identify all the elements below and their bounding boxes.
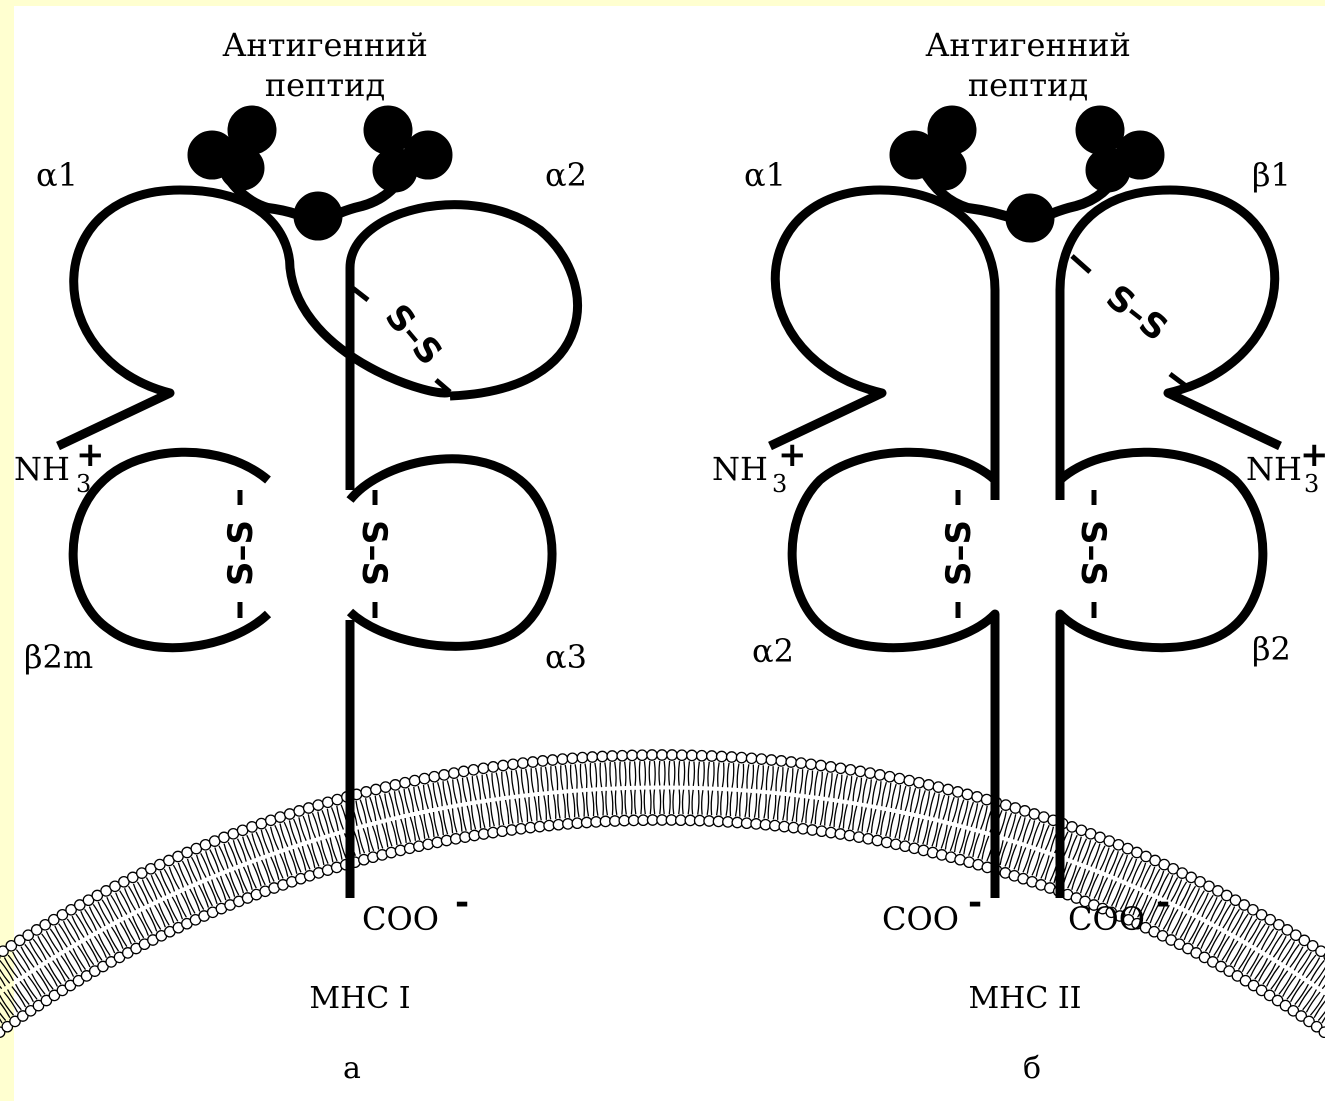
domain-label-alpha1-a: α1 bbox=[36, 156, 78, 194]
domain-label-alpha1-b: α1 bbox=[744, 156, 786, 194]
svg-text:-: - bbox=[455, 883, 469, 923]
nh3-terminus-right-b: NH 3 + bbox=[1246, 435, 1325, 498]
peptide-label-line2-a: пептид bbox=[265, 66, 385, 104]
panel-name-b: MHC II bbox=[968, 981, 1081, 1016]
disulfide-bond-alpha3-a: S–S bbox=[354, 520, 394, 586]
svg-text:+: + bbox=[1300, 435, 1325, 475]
svg-text:NH: NH bbox=[712, 450, 768, 488]
nh3-terminus-left-b: NH 3 + bbox=[712, 435, 807, 498]
svg-text:-: - bbox=[1156, 883, 1170, 923]
disulfide-bond-alpha2-b: S–S bbox=[939, 520, 979, 586]
disulfide-bond-beta1-b: S–S bbox=[1098, 277, 1175, 349]
panel-name-a: MHC I bbox=[309, 981, 410, 1016]
domain-label-alpha2-a: α2 bbox=[545, 156, 587, 194]
alpha2-domain-a bbox=[350, 205, 577, 490]
svg-text:COO: COO bbox=[1068, 900, 1145, 938]
svg-text:NH: NH bbox=[14, 450, 70, 488]
peptide-label-line2-b: пептид bbox=[968, 66, 1088, 104]
domain-label-alpha2-b: α2 bbox=[752, 632, 794, 670]
cell-membrane-bilayer bbox=[0, 750, 1325, 1038]
domain-label-beta1-b: β1 bbox=[1252, 156, 1291, 194]
peptide-label-line1-b: Антигенний bbox=[925, 26, 1131, 64]
domain-label-alpha3-a: α3 bbox=[545, 638, 587, 676]
domain-label-beta2-b: β2 bbox=[1252, 630, 1291, 668]
coo-terminus-a: COO - bbox=[362, 883, 469, 938]
antigenic-peptide-a bbox=[188, 106, 452, 240]
disulfide-bond-beta2m-a: S–S bbox=[221, 520, 261, 586]
domain-label-beta2m-a: β2m bbox=[24, 638, 93, 676]
disulfide-bond-alpha2-a: S–S bbox=[377, 297, 450, 373]
coo-terminus-alpha-b: COO - bbox=[882, 883, 982, 938]
svg-text:COO: COO bbox=[362, 900, 439, 938]
disulfide-bond-beta2-b: S–S bbox=[1073, 520, 1113, 586]
svg-text:+: + bbox=[778, 435, 807, 475]
svg-text:-: - bbox=[968, 883, 982, 923]
svg-text:+: + bbox=[76, 435, 105, 475]
antigenic-peptide-b bbox=[890, 106, 1164, 242]
panel-b-mhc-class-2: S–S S–S S–S Антигенний пептид α1 β1 α2 β… bbox=[712, 26, 1325, 1086]
peptide-label-line1-a: Антигенний bbox=[222, 26, 428, 64]
svg-text:NH: NH bbox=[1246, 450, 1302, 488]
panel-letter-a: а bbox=[343, 1051, 361, 1086]
svg-text:COO: COO bbox=[882, 900, 959, 938]
panel-letter-b: б bbox=[1023, 1051, 1041, 1086]
